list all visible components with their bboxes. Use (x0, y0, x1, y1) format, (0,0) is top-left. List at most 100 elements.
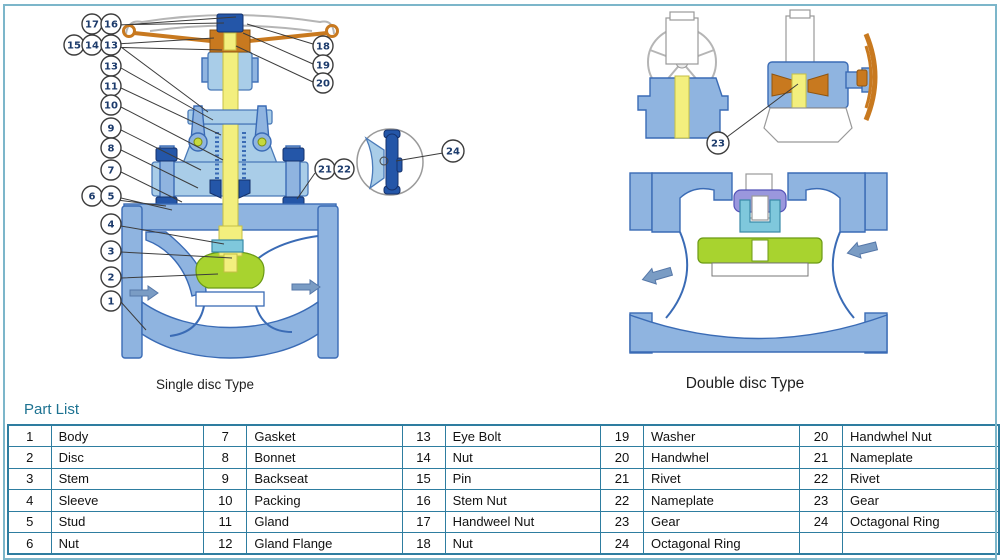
callout-13a: 13 (100, 34, 122, 56)
part-number: 15 (401, 467, 446, 491)
part-number: 3 (7, 467, 52, 491)
part-name: Stud (50, 510, 205, 533)
part-name: Disc (50, 446, 205, 469)
leader-line-detail (395, 152, 444, 162)
body-bottom-band (629, 313, 888, 353)
valve-diagram-canvas: 17 16 15 14 13 13 11 10 9 8 7 6 5 4 3 2 … (63, 9, 888, 359)
svg-text:7: 7 (108, 166, 115, 177)
part-number: 21 (798, 446, 844, 469)
part-number: 12 (203, 531, 248, 555)
part-name: Rivet (643, 467, 800, 491)
part-number: 19 (599, 424, 645, 448)
pin (193, 137, 203, 147)
callout-22: 22 (333, 158, 355, 180)
callout-10: 10 (100, 94, 122, 116)
part-number: 8 (203, 446, 248, 469)
svg-text:13: 13 (104, 41, 118, 52)
callout-11: 11 (100, 75, 122, 97)
part-name: Nut (444, 446, 601, 469)
right-flange-top (864, 172, 888, 231)
part-name: Stem Nut (444, 489, 601, 512)
single-disc-diagram (83, 13, 339, 359)
part-name: Handwhel Nut (842, 424, 1000, 448)
part-number: 17 (401, 510, 446, 533)
seat-ring (195, 291, 265, 307)
part-name: Gear (842, 489, 1000, 512)
part-number: 7 (203, 424, 248, 448)
disc-guide (739, 199, 781, 233)
part-list-heading: Part List (24, 401, 80, 418)
part-name (842, 531, 1000, 555)
right-pipe-flange (317, 205, 339, 359)
callout-9: 9 (100, 117, 122, 139)
handwheel (122, 13, 339, 53)
part-number: 21 (599, 467, 645, 491)
rivet (379, 156, 389, 166)
callout-2: 2 (100, 266, 122, 288)
double-disc-diagram (629, 9, 888, 354)
callout-19: 19 (312, 54, 334, 76)
leader-lines-single (83, 16, 316, 331)
caption-single-disc: Single disc Type (155, 377, 255, 392)
part-number: 2 (7, 446, 52, 469)
svg-text:14: 14 (85, 41, 99, 52)
gear-operator (763, 9, 878, 143)
caption-double-disc: Double disc Type (685, 375, 805, 392)
gland-internals (209, 179, 251, 199)
svg-text:20: 20 (316, 79, 330, 90)
svg-text:17: 17 (85, 20, 99, 31)
svg-text:19: 19 (316, 61, 330, 72)
svg-text:24: 24 (446, 147, 460, 158)
part-name: Nut (50, 531, 205, 555)
callout-23: 23 (706, 131, 730, 155)
part-name: Stem (50, 467, 205, 491)
part-number: 22 (798, 467, 844, 491)
flow-arrow-right (846, 241, 879, 259)
part-number: 5 (7, 510, 52, 533)
double-disc-body (629, 172, 888, 354)
svg-text:18: 18 (316, 42, 330, 53)
callout-20: 20 (312, 72, 334, 94)
flow-arrow-right (291, 279, 321, 295)
part-name: Nut (444, 531, 601, 555)
part-number: 6 (7, 531, 52, 555)
part-name: Bonnet (246, 446, 403, 469)
detail-inset (356, 128, 444, 196)
body-bowl (141, 300, 319, 359)
callout-8: 8 (100, 137, 122, 159)
bevel-gear (807, 73, 829, 97)
side-handwheel (863, 33, 878, 121)
part-number: 24 (798, 510, 844, 533)
part-number: 10 (203, 489, 248, 512)
part-name: Eye Bolt (444, 424, 601, 448)
part-number: 24 (599, 531, 645, 555)
part-name: Pin (444, 467, 601, 491)
callout-14: 14 (81, 34, 103, 56)
callout-6: 6 (81, 185, 103, 207)
part-name: Sleeve (50, 489, 205, 512)
callout-7: 7 (100, 159, 122, 181)
part-number: 13 (401, 424, 446, 448)
svg-text:10: 10 (104, 101, 118, 112)
callout-16: 16 (100, 13, 122, 35)
flow-arrow-left (641, 266, 674, 285)
svg-text:23: 23 (711, 139, 725, 150)
callout-18: 18 (312, 35, 334, 57)
svg-text:5: 5 (108, 192, 115, 203)
svg-text:4: 4 (108, 220, 115, 231)
part-number: 23 (798, 489, 844, 512)
part-name: Rivet (842, 467, 1000, 491)
svg-text:2: 2 (108, 273, 115, 284)
seat-plate (711, 262, 809, 277)
svg-text:13: 13 (104, 62, 118, 73)
part-name: Body (50, 424, 205, 448)
svg-text:21: 21 (318, 165, 332, 176)
callout-24: 24 (441, 139, 465, 163)
